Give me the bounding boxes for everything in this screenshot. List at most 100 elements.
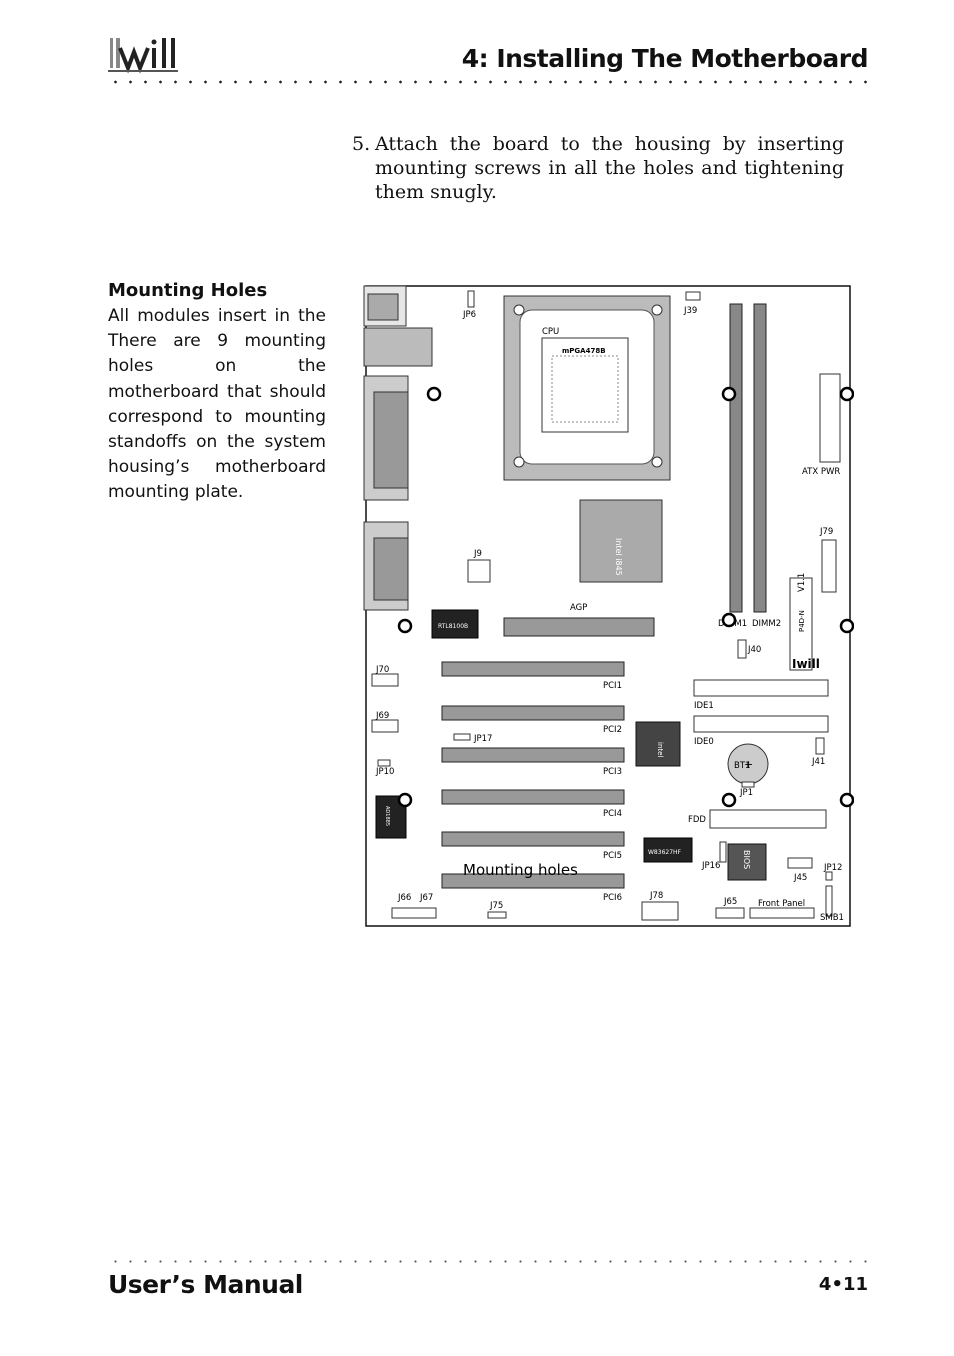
step-text: Attach the board to the housing by inser…	[375, 133, 844, 203]
northbridge-chip	[579, 499, 663, 583]
j66-j67-headers	[391, 907, 437, 919]
superio-chip	[643, 837, 693, 863]
mounting-hole	[721, 792, 737, 808]
southbridge-chip	[635, 721, 681, 767]
front-panel-header	[749, 907, 815, 919]
label-ich: intel	[656, 742, 664, 757]
header-divider	[108, 79, 868, 85]
label-bios: BIOS	[742, 850, 751, 869]
label-bt1: BT1	[734, 761, 750, 771]
ide0-connector	[693, 715, 829, 733]
label-j65: J65	[723, 897, 737, 907]
label-superio: W83627HF	[648, 849, 682, 856]
label-pci6: PCI6	[603, 893, 622, 903]
section-body: All modules insert in the There are 9 mo…	[108, 306, 326, 503]
pci-slots	[441, 661, 625, 889]
label-chipset: Intel i845	[614, 538, 623, 576]
label-dimm2: DIMM2	[752, 619, 781, 629]
label-smb1: SMB1	[820, 913, 844, 923]
step-number: 5.	[352, 133, 371, 155]
page-number: 4•11	[818, 1274, 868, 1295]
dimm-slots	[729, 303, 767, 613]
label-j75: J75	[489, 901, 503, 911]
section-heading: Mounting Holes	[108, 280, 268, 301]
label-rtl: RTL8100B	[438, 623, 468, 630]
j39-header	[685, 291, 701, 301]
j40-header	[737, 639, 747, 659]
motherboard-diagram: JP6 J39 CPU mPGA478B DIMM1 DIMM2 ATX PWR…	[363, 285, 854, 927]
label-ide0: IDE0	[694, 737, 714, 747]
j45-header	[787, 857, 813, 869]
label-board-logo: Iwill	[792, 657, 820, 671]
label-j9: J9	[473, 549, 482, 559]
label-jp12: JP12	[823, 863, 842, 873]
label-j79: J79	[819, 527, 833, 537]
j69-header	[371, 719, 399, 733]
label-j45: J45	[793, 873, 807, 883]
label-cpu: CPU	[542, 327, 559, 337]
label-pci3: PCI3	[603, 767, 622, 777]
label-fdd: FDD	[688, 815, 706, 825]
label-j67: J67	[419, 893, 433, 903]
label-socket: mPGA478B	[562, 347, 606, 355]
label-audio: AD1885	[384, 806, 390, 826]
atx-power-connector	[819, 373, 841, 463]
j75-header	[487, 911, 507, 919]
chapter-title: 4: Installing The Motherboard	[461, 44, 869, 73]
j79-header	[821, 539, 837, 593]
board-revision-box	[789, 577, 813, 671]
j70-header	[371, 673, 399, 687]
mounting-hole	[721, 612, 737, 628]
label-front-panel: Front Panel	[758, 899, 805, 909]
rear-io	[363, 285, 433, 611]
label-jp16: JP16	[701, 861, 720, 871]
label-atx-pwr: ATX PWR	[802, 467, 840, 477]
footer-title: User’s Manual	[108, 1270, 303, 1299]
label-mounting-holes: Mounting holes	[463, 861, 578, 879]
label-pci4: PCI4	[603, 809, 622, 819]
j41-header	[815, 737, 825, 755]
label-jp6: JP6	[462, 310, 476, 320]
label-j41: J41	[811, 757, 825, 767]
label-jp1: JP1	[739, 788, 753, 798]
mounting-hole	[397, 618, 413, 634]
label-ide1: IDE1	[694, 701, 714, 711]
mounting-hole	[839, 386, 854, 402]
jp1-header	[741, 781, 755, 788]
label-j39: J39	[683, 306, 697, 316]
label-battery-sign: +	[744, 758, 753, 771]
agp-slot	[503, 617, 655, 637]
j9-connector	[467, 559, 491, 583]
mounting-hole	[721, 386, 737, 402]
label-pci2: PCI2	[603, 725, 622, 735]
jp12-header	[825, 871, 833, 881]
label-jp17: JP17	[473, 734, 492, 744]
label-agp: AGP	[570, 603, 587, 613]
label-v11: V1.1	[797, 573, 807, 592]
j65-header	[715, 907, 745, 919]
jp16-header	[719, 841, 727, 863]
mounting-hole	[839, 792, 854, 808]
jp17-header	[453, 733, 471, 741]
mounting-hole	[839, 618, 854, 634]
label-j66: J66	[397, 893, 411, 903]
label-j69: J69	[375, 711, 389, 721]
label-model: P4D-N	[798, 610, 806, 632]
jp10-header	[377, 759, 391, 767]
label-j70: J70	[375, 665, 389, 675]
label-j40: J40	[747, 645, 761, 655]
iwill-logo	[108, 38, 178, 74]
ide1-connector	[693, 679, 829, 697]
smb1-header	[825, 885, 833, 917]
mounting-holes	[397, 386, 854, 808]
j78-header	[641, 901, 679, 921]
label-j78: J78	[649, 891, 663, 901]
mounting-hole	[426, 386, 442, 402]
label-jp10: JP10	[375, 767, 394, 777]
cpu-socket	[503, 295, 671, 481]
label-pci1: PCI1	[603, 681, 622, 691]
bios-chip	[727, 843, 767, 881]
step-5: 5. Attach the board to the housing by in…	[352, 132, 844, 204]
lan-chip	[431, 609, 479, 639]
jp6-header	[467, 290, 475, 308]
